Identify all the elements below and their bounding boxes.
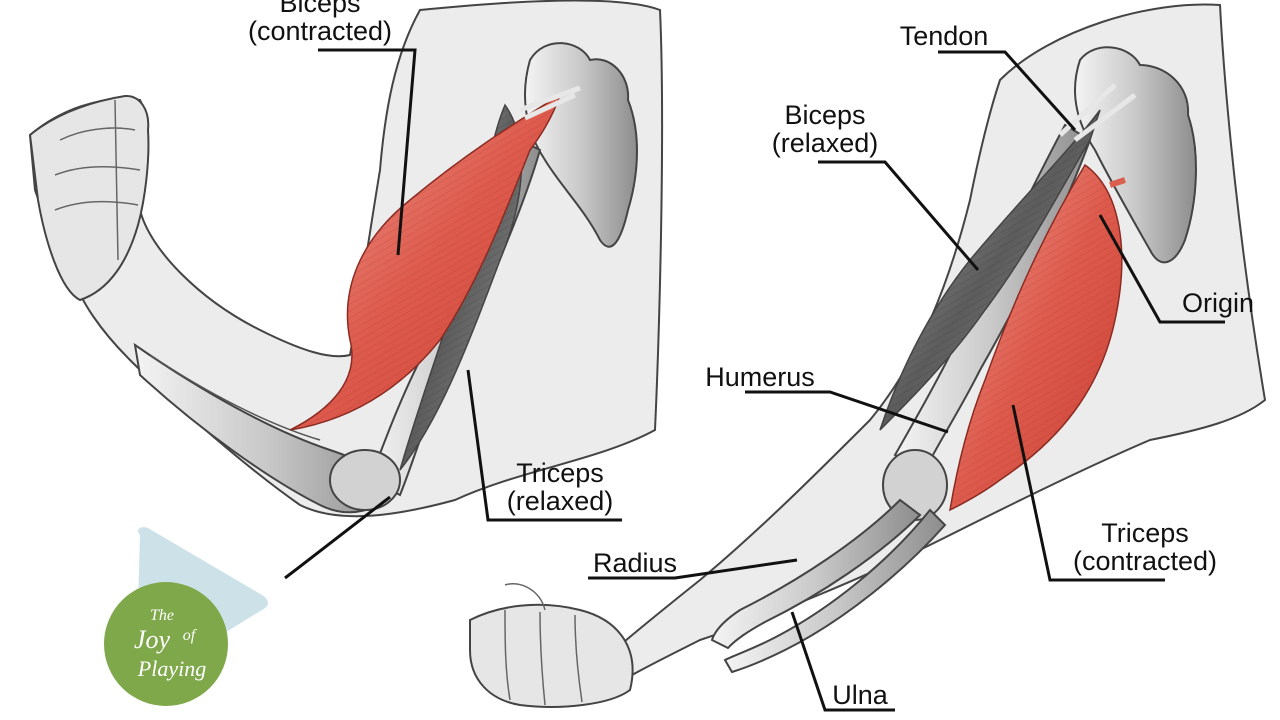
leader-radius bbox=[588, 558, 798, 580]
left-elbow-joint bbox=[329, 449, 401, 511]
leader-lines bbox=[284, 48, 1225, 712]
label-biceps-contracted-1: Biceps bbox=[279, 0, 360, 18]
label-tendon: Tendon bbox=[900, 21, 989, 51]
leader-tendon bbox=[938, 50, 1077, 132]
logo-circle bbox=[104, 582, 228, 706]
left-shoulder-bone bbox=[524, 42, 638, 248]
left-fist-knuckles bbox=[54, 99, 141, 261]
logo-text-playing: Playing bbox=[137, 656, 206, 681]
flexed-arm bbox=[28, 0, 664, 518]
label-triceps-relaxed-2: (relaxed) bbox=[507, 486, 614, 516]
extended-arm bbox=[469, 3, 1267, 708]
video-overlay[interactable]: The Joy of Playing bbox=[104, 527, 268, 706]
logo-text-of: of bbox=[183, 627, 198, 644]
leader-biceps-contracted bbox=[318, 48, 417, 256]
leader-triceps-relaxed bbox=[466, 369, 622, 522]
logo-text-the: The bbox=[150, 607, 174, 624]
label-triceps-contracted-2: (contracted) bbox=[1073, 546, 1217, 576]
label-biceps-contracted-2: (contracted) bbox=[248, 16, 392, 46]
label-triceps-contracted-1: Triceps bbox=[1101, 518, 1189, 548]
right-fist bbox=[469, 603, 634, 708]
right-shoulder-bone bbox=[1074, 46, 1197, 264]
joy-of-playing-logo: The Joy of Playing bbox=[104, 582, 228, 706]
label-biceps-relaxed-2: (relaxed) bbox=[772, 128, 879, 158]
label-biceps-relaxed-1: Biceps bbox=[784, 100, 865, 130]
right-fist-knuckles bbox=[504, 583, 583, 706]
right-radius-bone bbox=[710, 498, 922, 650]
labels: Biceps (contracted) Triceps (relaxed) Te… bbox=[248, 0, 1254, 710]
leader-humerus bbox=[745, 390, 949, 434]
leader-origin bbox=[1098, 214, 1225, 324]
label-radius: Radius bbox=[593, 548, 677, 578]
label-ulna: Ulna bbox=[832, 680, 889, 710]
leader-triceps-contracted bbox=[1011, 404, 1165, 582]
leader-left-forearm bbox=[284, 495, 391, 580]
label-origin: Origin bbox=[1182, 288, 1254, 318]
left-fist bbox=[28, 94, 150, 302]
label-triceps-relaxed-1: Triceps bbox=[516, 458, 604, 488]
label-humerus: Humerus bbox=[705, 362, 815, 392]
logo-text-joy: Joy bbox=[134, 625, 171, 654]
leader-ulna bbox=[790, 611, 895, 712]
right-ulna-bone bbox=[723, 508, 947, 674]
leader-biceps-relaxed bbox=[818, 160, 980, 271]
